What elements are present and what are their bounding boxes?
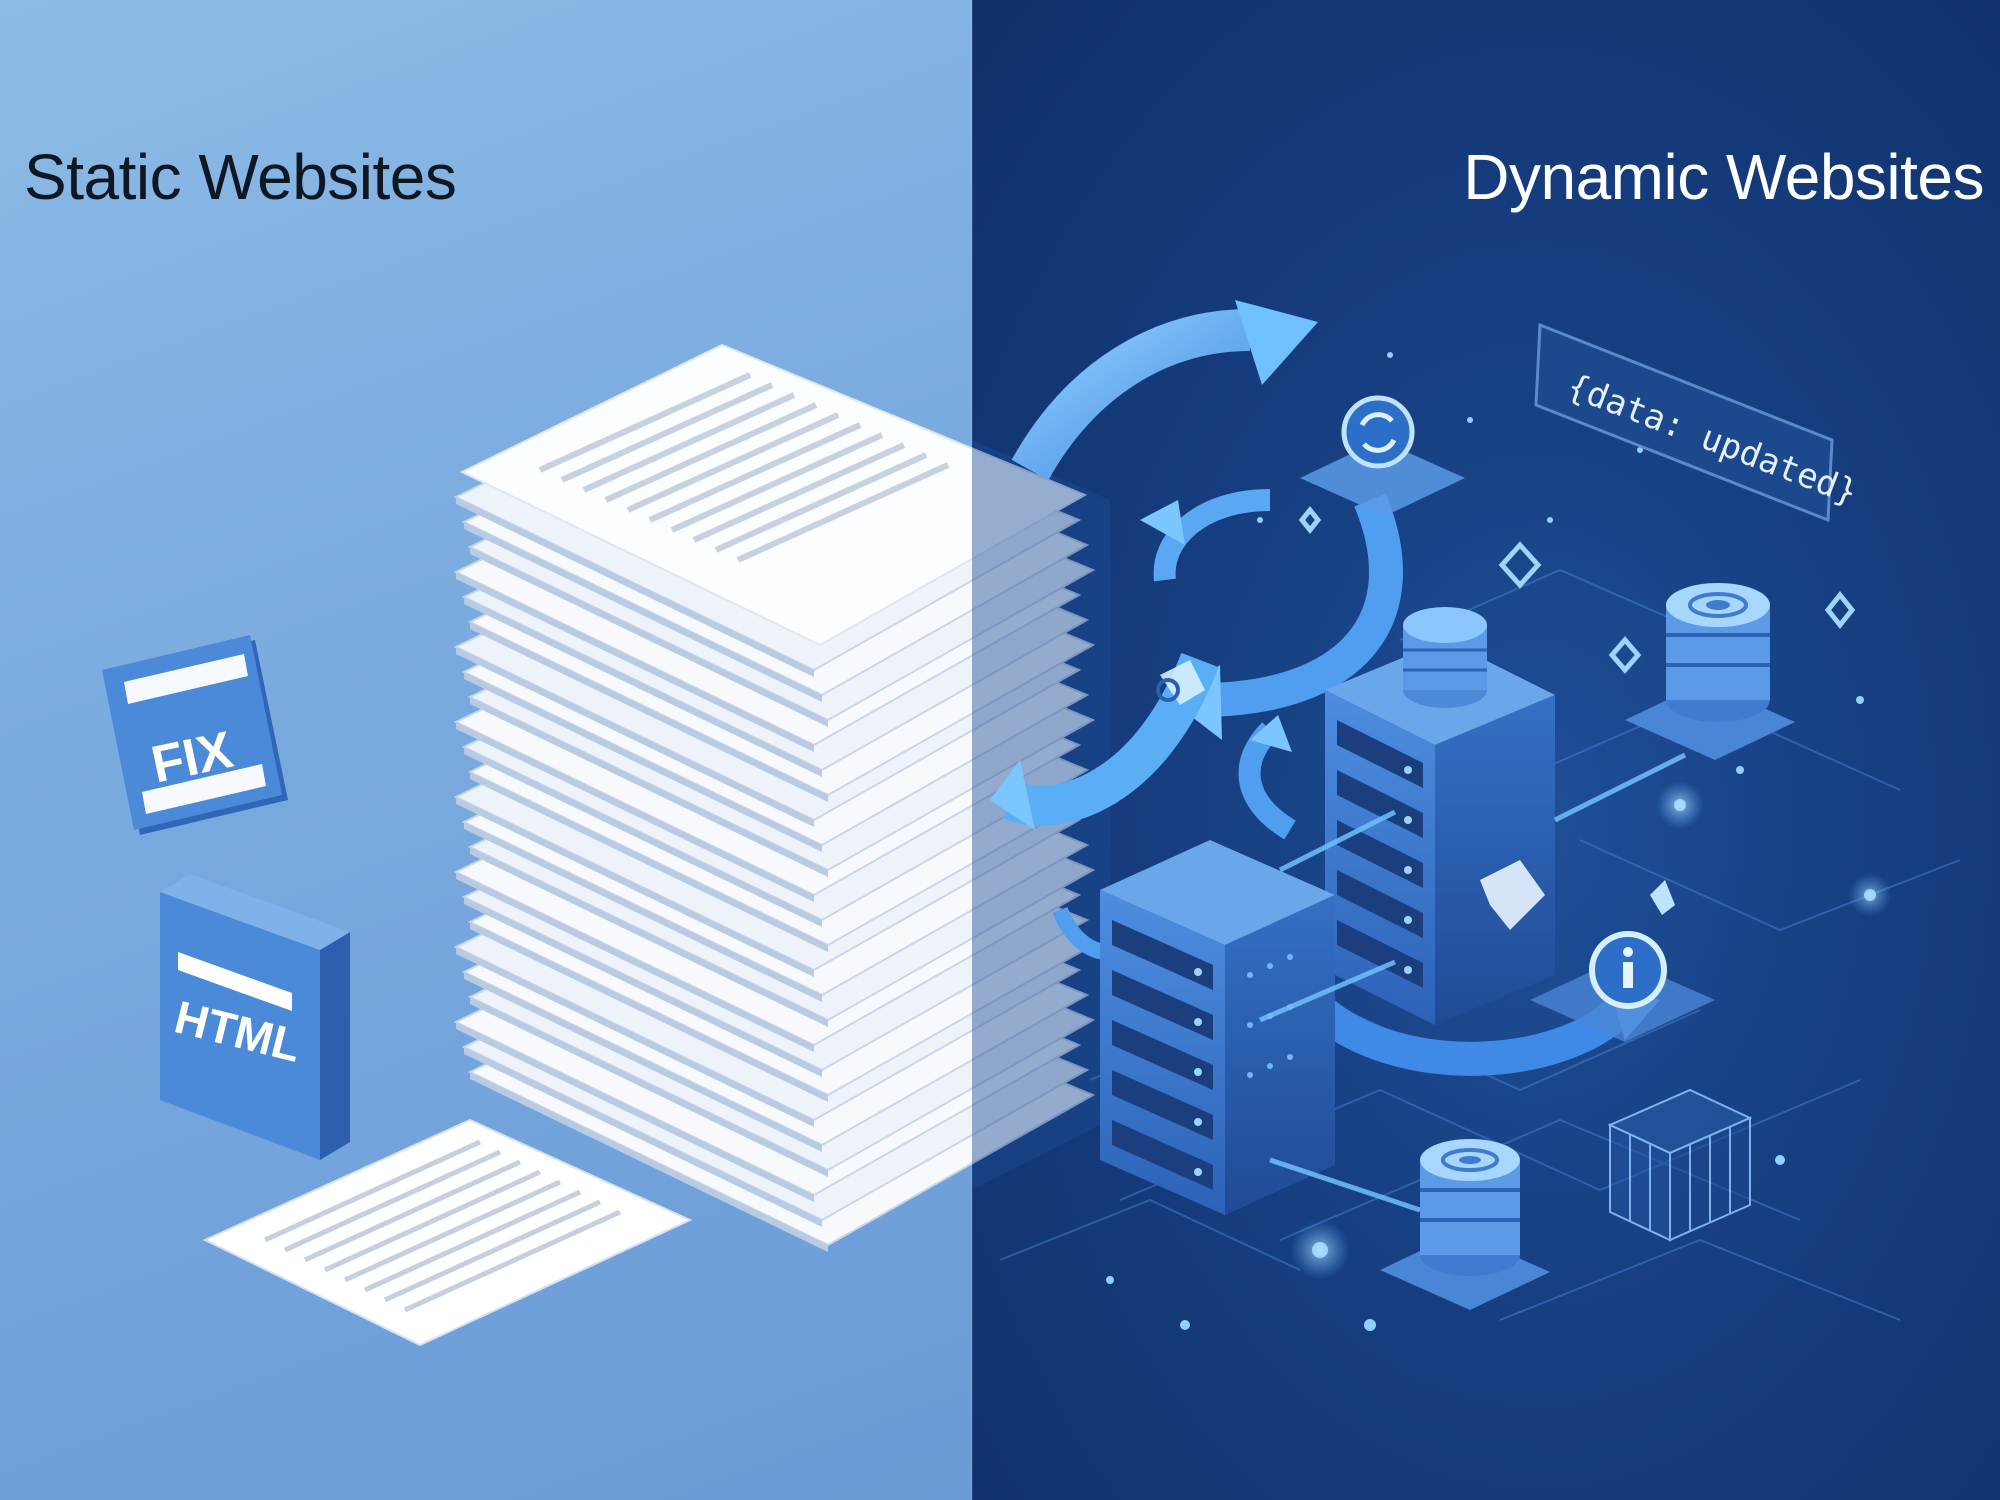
paper-sheet-edge — [464, 972, 822, 1152]
html-badge: HTML — [160, 874, 350, 1160]
paper-sheet-edge — [464, 897, 822, 1077]
paper-sheet-edge — [470, 622, 828, 802]
paper-sheet-edge — [470, 697, 828, 877]
paper-sheet-edge — [456, 722, 814, 902]
paper-sheet-edge — [456, 947, 814, 1127]
paper-sheet-edge — [456, 572, 814, 752]
paper-sheet-edge — [464, 597, 822, 777]
paper-sheet-edge — [456, 797, 814, 977]
connector-lines — [1259, 752, 1687, 1213]
sync-icon — [1300, 395, 1465, 516]
paper-sheet-edge — [470, 1072, 828, 1252]
paper-sheet-edge — [456, 872, 814, 1052]
paper-sheet-edge — [470, 547, 828, 727]
paper-sheet-edge — [470, 997, 828, 1177]
paper-sheet-edge — [470, 847, 828, 1027]
paper-sheet-edge — [456, 1022, 814, 1202]
sparkle-icons — [1298, 505, 1856, 674]
server-tower-back — [1325, 607, 1555, 1025]
data-updated-tag: {data: updated} — [1534, 322, 1863, 523]
paper-sheet-edge — [456, 647, 814, 827]
dynamic-websites-title: Dynamic Websites — [1463, 141, 1984, 213]
server-tower-front — [1100, 840, 1335, 1215]
paper-sheet-edge — [464, 522, 822, 702]
database-top-right — [1625, 583, 1795, 760]
paper-sheet-edge — [464, 822, 822, 1002]
paper-sheet-edge — [470, 922, 828, 1102]
floating-shapes — [1156, 660, 1675, 930]
paper-sheet-edge — [464, 672, 822, 852]
loose-paper — [202, 1118, 693, 1347]
paper-sheet-edge — [464, 747, 822, 927]
database-bottom — [1380, 1139, 1550, 1310]
fix-badge: FIX — [102, 635, 288, 835]
paper-sheet-edge — [464, 1047, 822, 1227]
info-icon — [1530, 931, 1715, 1042]
static-websites-title: Static Websites — [24, 141, 457, 213]
paper-stack — [453, 343, 1110, 1252]
paper-sheet-edge — [456, 497, 814, 677]
arrow-head-icon — [1235, 300, 1318, 385]
paper-sheet-edge — [470, 772, 828, 952]
wireframe-cube — [1607, 1088, 1753, 1242]
